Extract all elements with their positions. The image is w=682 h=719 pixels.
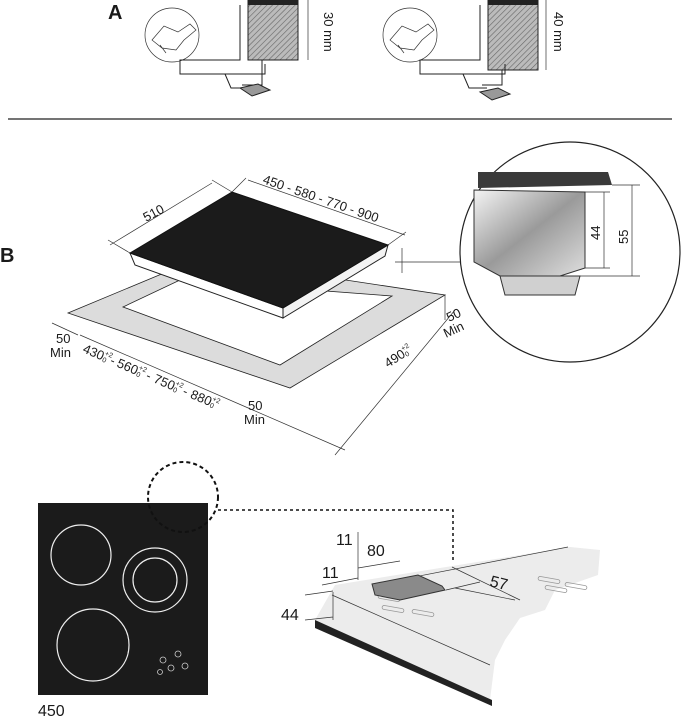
burner-ring-outer — [122, 547, 188, 613]
bracket-detail-40mm: 40 mm — [382, 0, 566, 101]
hob-body-outline — [419, 5, 506, 75]
burner-ring — [50, 524, 112, 586]
cutout-depth: 490+20 — [381, 342, 414, 371]
hob-body — [473, 189, 586, 277]
bracket-clip — [478, 87, 512, 101]
zoom-leader — [218, 509, 454, 560]
section-b-label: B — [0, 245, 14, 267]
height-dimensions — [575, 184, 640, 277]
burner-ring — [56, 608, 130, 682]
hob-body-outline — [179, 5, 266, 75]
countertop-section — [247, 0, 299, 61]
hob-edge — [248, 0, 298, 5]
width-dimension — [231, 177, 407, 246]
section-c: 450 11 80 11 57 44 — [38, 461, 600, 719]
dim-side-11: 11 — [322, 565, 339, 582]
dim-top-11: 11 — [336, 532, 353, 549]
margin-left-min: Min — [50, 345, 71, 360]
control-module — [371, 574, 446, 601]
zoom-circle — [147, 461, 219, 533]
section-a: A 30 mm 40 mm — [108, 0, 566, 101]
bracket — [499, 275, 581, 296]
section-a-label: A — [108, 2, 122, 24]
hob-front-edge — [315, 620, 492, 706]
dim-height-44: 44 — [281, 607, 299, 624]
dim-depth-57: 57 — [488, 573, 509, 594]
edge-detail-magnifier: 44 55 — [459, 141, 681, 363]
hob-edge — [488, 0, 538, 5]
thickness-dimension — [395, 248, 468, 273]
margin-left: 50 — [56, 331, 70, 346]
clip-inset-circle — [382, 7, 438, 63]
clip-inset-circle — [144, 7, 200, 63]
countertop-section — [487, 0, 539, 71]
height-40mm: 40 mm — [551, 12, 566, 52]
detail-height-55: 55 — [616, 230, 631, 244]
margin-front: 50 — [248, 398, 262, 413]
cutout-depth-dimension — [334, 295, 456, 456]
glass-edge — [478, 172, 612, 188]
dimension-lines — [304, 532, 521, 621]
depth-dimension — [107, 179, 233, 254]
margin-back-min: Min — [441, 318, 466, 340]
control-knobs-icon — [157, 650, 189, 675]
bracket-detail-30mm: 30 mm — [144, 0, 336, 97]
margin-back: 50 — [444, 305, 463, 325]
hob-depth: 510 — [140, 201, 166, 224]
detail-height-44: 44 — [588, 226, 603, 240]
cutout-width-dimension — [51, 322, 346, 451]
height-30mm: 30 mm — [321, 12, 336, 52]
bracket-clip — [238, 83, 272, 97]
section-b: B 510 450 - 580 - 770 - 900 50 Min 430+2… — [0, 141, 681, 456]
dim-width-80: 80 — [367, 543, 385, 560]
clip-icon — [389, 23, 435, 54]
bracket — [462, 70, 503, 89]
clip-icon — [151, 23, 197, 54]
hob-top-view — [38, 503, 208, 695]
margin-front-min: Min — [244, 412, 265, 427]
hob-width-450: 450 — [38, 703, 65, 719]
burner-ring-inner — [132, 557, 178, 603]
